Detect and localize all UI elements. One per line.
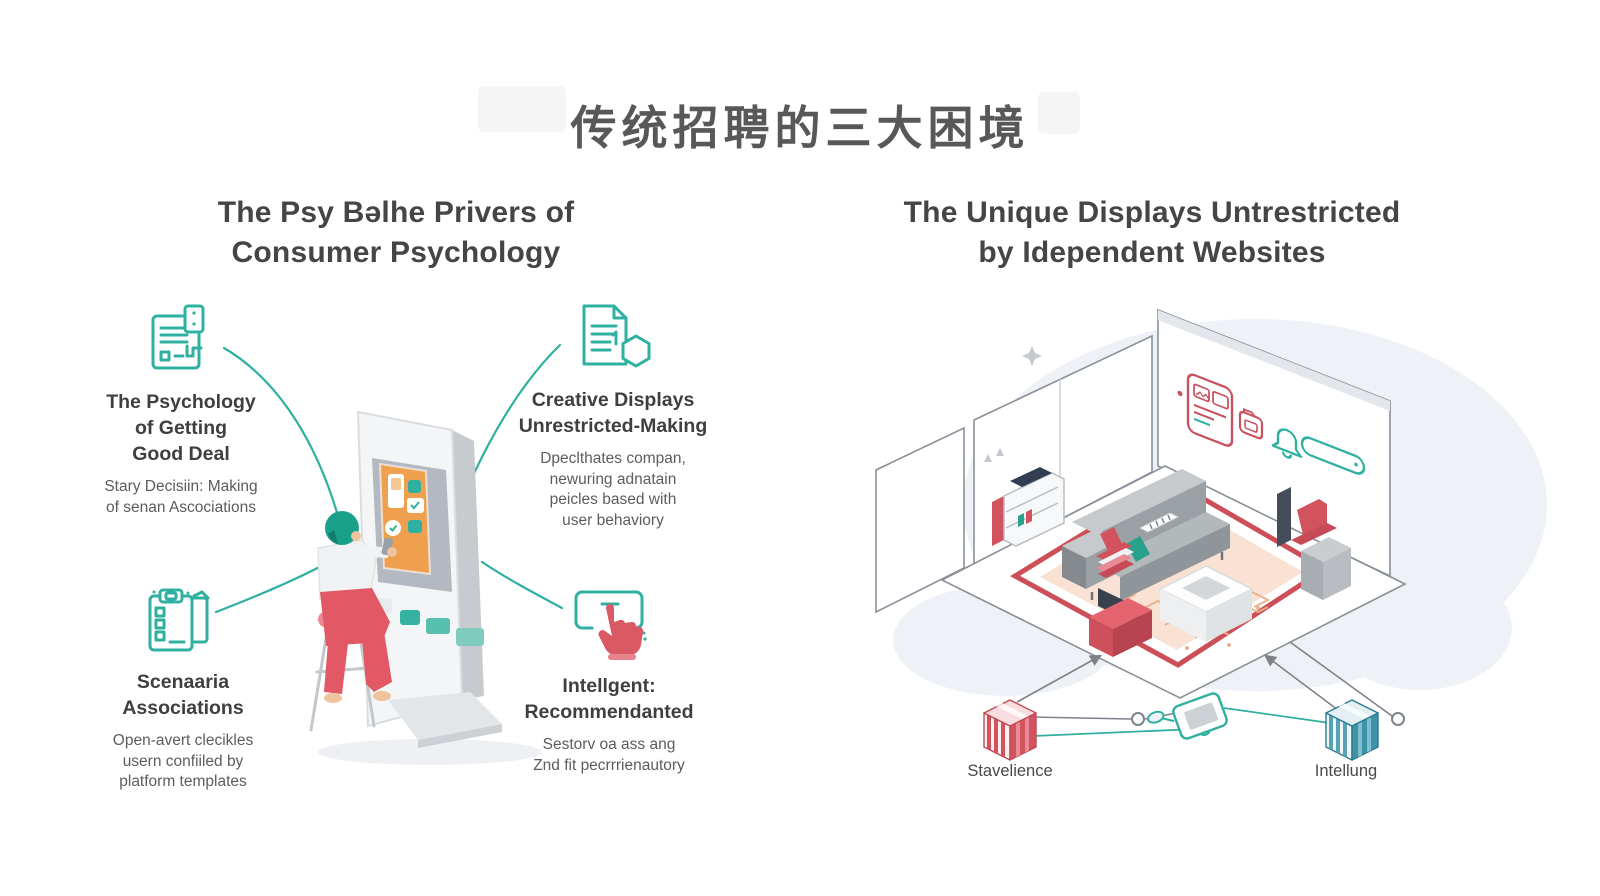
book-stack [1096, 527, 1134, 578]
feature-title: Scenaaria Associations [122, 671, 244, 719]
faded-watermark-shape [1038, 92, 1080, 134]
search-bar-shape [1300, 436, 1366, 475]
wall-frame-icon [1186, 373, 1234, 447]
feature-item-creative-displays: Creative Displays Unrestricted-Making Dp… [488, 298, 738, 532]
tv-stand [1089, 588, 1152, 657]
feature-title: The Psychology of Getting Good Deal [106, 391, 256, 465]
feature-item-scenaaria: Scenaaria Associations Open-avert clecik… [72, 586, 294, 793]
feature-title: Intellgent: Recommendanted [524, 675, 694, 723]
left-panel-heading: The Psy Bəlhe Privers of Consumer Psycho… [217, 196, 575, 269]
shelf-unit [992, 467, 1065, 547]
feature-subtitle: Sestorv oa ass ang Znd fit pecrrrienauto… [533, 735, 685, 774]
faded-watermark-shape [478, 86, 566, 132]
network-links [1016, 641, 1405, 740]
feature-subtitle: Stary Decisiin: Making of senan Ascociat… [104, 477, 258, 516]
link-node-circle [1131, 712, 1145, 726]
bell-icon [1271, 428, 1303, 459]
document-hexagon-icon [582, 304, 651, 368]
room-illustration [875, 308, 1547, 699]
node-label-stavelience: Stavelience [967, 762, 1053, 780]
feature-item-psychology: The Psychology of Getting Good Deal Star… [70, 302, 292, 518]
clipboard-checklist-icon [148, 588, 210, 652]
feature-subtitle: Dpeclthates compan, newuring adnatain pe… [540, 449, 686, 530]
wall-small-marks [984, 448, 1004, 462]
coffee-table [1158, 565, 1254, 642]
sofa-pillow [1126, 536, 1150, 562]
workstation [1277, 487, 1351, 600]
node-label-intellung: Intellung [1314, 762, 1378, 780]
striped-cube-red-icon [983, 699, 1037, 761]
kiosk-illustration [318, 410, 542, 765]
feature-item-intellgent: Intellgent: Recommendanted Sestorv oa as… [486, 582, 732, 776]
link-node-circle [1391, 712, 1405, 726]
feature-title: Creative Displays Unrestricted-Making [518, 389, 708, 437]
tap-screen-hand-icon [574, 590, 647, 660]
wall-folder-icon [1238, 408, 1264, 440]
sofa [1062, 469, 1230, 601]
wall-star-mark [1022, 346, 1042, 366]
receipt-tag-icon [151, 304, 205, 370]
handheld-device-icon [1147, 692, 1228, 740]
person-illustration [309, 511, 397, 732]
right-panel-heading: The Unique Displays Untrestricted by Ide… [903, 196, 1401, 269]
feature-subtitle: Open-avert clecikles usern confiiled by … [112, 731, 254, 791]
striped-cube-teal-icon [1325, 699, 1379, 761]
wall-decor [1177, 373, 1366, 475]
page-title: 传统招聘的三大困境 [570, 102, 1030, 154]
